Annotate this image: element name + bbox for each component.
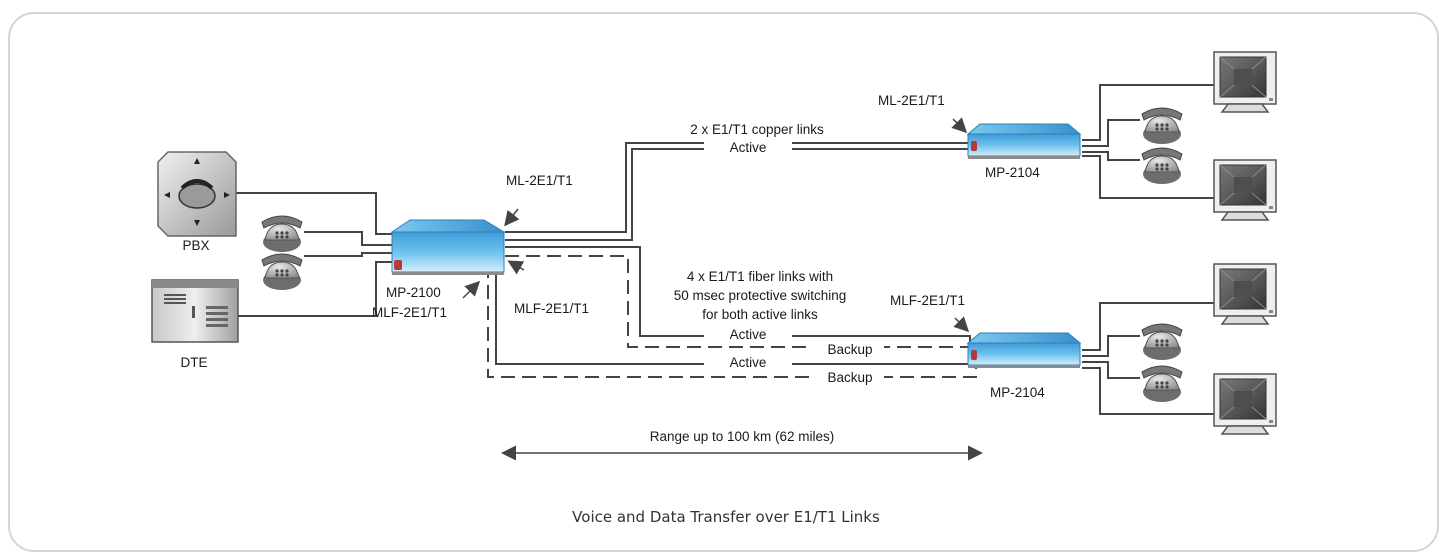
computer-icon: [1213, 263, 1277, 325]
label-bg: [704, 326, 792, 342]
computer-icon: [1213, 159, 1277, 221]
range-label: Range up to 100 km (62 miles): [650, 429, 835, 444]
phone-icon: [261, 215, 303, 253]
right-wiring-bottom: [1082, 302, 1214, 415]
ml-pointer-arrow: [504, 208, 520, 227]
dte-label: DTE: [181, 355, 208, 370]
copper-links-label: 2 x E1/T1 copper links: [690, 122, 824, 137]
mp-2104-device-top: [967, 123, 1081, 160]
mlf-pointer-arrow-right: [507, 260, 525, 275]
label-bg: [704, 354, 792, 370]
mlf-label-right: MLF-2E1/T1: [514, 301, 589, 316]
fiber-label-line3: for both active links: [702, 307, 818, 322]
fiber-backup-label-2: Backup: [827, 370, 872, 385]
pbx-icon: [157, 151, 237, 237]
network-diagram: PBX DTE MP-2100 ML-2E1/T1 MLF-2E1/T1 MLF…: [151, 51, 1277, 526]
mp-2104-device-bottom: [967, 332, 1081, 369]
copper-active-label: Active: [730, 140, 767, 155]
mlf-pointer-arrow-left: [462, 280, 481, 299]
remote-bottom-arrow: [953, 316, 970, 333]
remote-top-card-label: ML-2E1/T1: [878, 93, 945, 108]
remote-top-device-label: MP-2104: [985, 165, 1040, 180]
fiber-links: [487, 246, 977, 378]
ml-label-central: ML-2E1/T1: [506, 173, 573, 188]
fiber-label-line2: 50 msec protective switching: [674, 288, 847, 303]
mp-2100-label: MP-2100: [386, 285, 441, 300]
phone-icon: [1141, 365, 1183, 403]
mlf-label-left: MLF-2E1/T1: [372, 305, 447, 320]
label-bg: [812, 340, 884, 356]
left-wiring: [236, 192, 392, 317]
remote-bottom-device-label: MP-2104: [990, 385, 1045, 400]
remote-bottom-card-label: MLF-2E1/T1: [890, 293, 965, 308]
dte-icon: [151, 279, 239, 343]
fiber-label-line1: 4 x E1/T1 fiber links with: [687, 269, 833, 284]
mp-2100-device: [390, 219, 506, 275]
remote-top-arrow: [951, 117, 968, 134]
active-label-bg: [704, 138, 792, 155]
fiber-active-label-2: Active: [730, 355, 767, 370]
fiber-active-label-1: Active: [730, 327, 767, 342]
diagram-caption: Voice and Data Transfer over E1/T1 Links: [572, 508, 880, 526]
computer-icon: [1213, 373, 1277, 435]
computer-icon: [1213, 51, 1277, 113]
pbx-label: PBX: [182, 238, 209, 253]
phone-icon: [1141, 323, 1183, 361]
label-bg: [812, 368, 884, 384]
phone-icon: [1141, 107, 1183, 145]
phone-icon: [1141, 147, 1183, 185]
copper-links: [505, 142, 968, 241]
right-wiring-top: [1082, 84, 1214, 199]
phone-icon: [261, 253, 303, 291]
fiber-backup-label-1: Backup: [827, 342, 872, 357]
